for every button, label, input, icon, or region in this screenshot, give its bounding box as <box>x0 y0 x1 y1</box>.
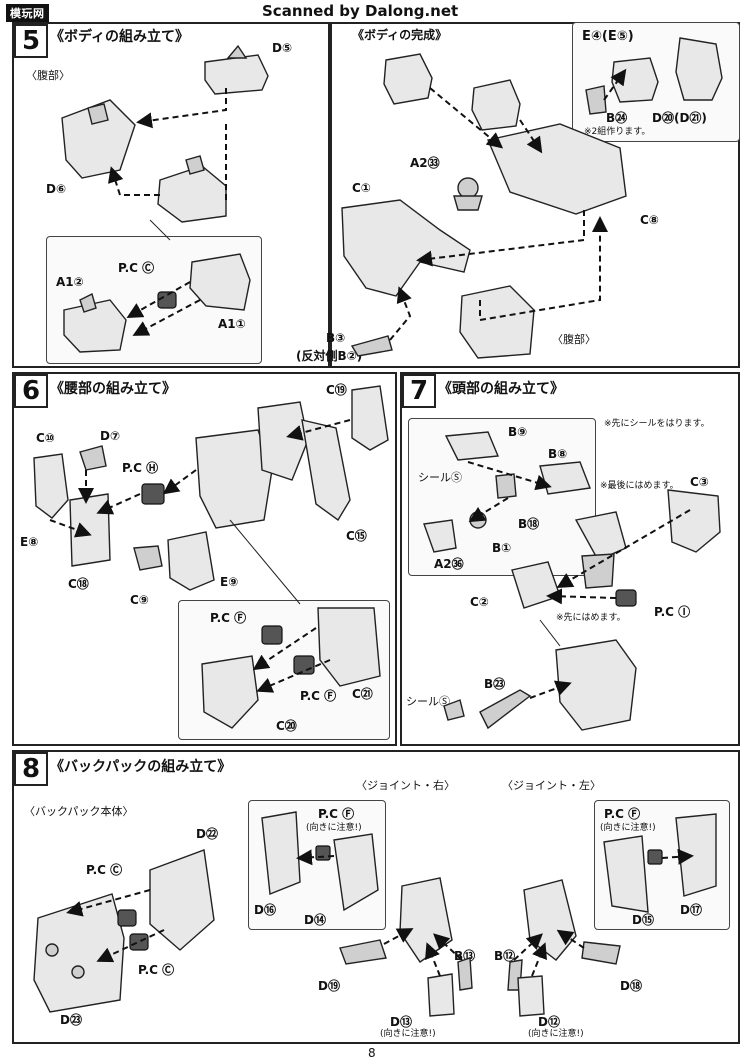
label-c19: C⑲ <box>326 383 347 397</box>
label-pc-c: P.C Ⓒ <box>118 261 155 275</box>
label-abdomen: 〈腹部〉 <box>552 333 596 346</box>
label-d23: D㉓ <box>60 1013 82 1027</box>
joint-right-title: 〈ジョイント・右〉 <box>356 779 455 792</box>
note-seal-first: ※先にシールをはります。 <box>604 419 710 429</box>
caution-left-2: (向きに注意!) <box>528 1029 584 1039</box>
label-d19: D⑲ <box>318 979 340 993</box>
label-pc-h: P.C Ⓗ <box>122 461 159 475</box>
label-b23: B㉓ <box>484 677 506 691</box>
step6-title: 《腰部の組み立て》 <box>50 381 176 397</box>
label-b1: B① <box>492 541 512 555</box>
label-seal-shi: シールⓈ <box>418 471 462 484</box>
step5-complete-parts <box>341 37 723 359</box>
backpack-body-title: 〈バックパック本体〉 <box>24 805 134 818</box>
page-number: 8 <box>368 1046 376 1060</box>
label-pc-f2: P.C Ⓕ <box>300 689 337 703</box>
logo-watermark: 模玩网 <box>6 4 49 22</box>
note-fit-first: ※先にはめます。 <box>556 613 626 623</box>
label-b8: B⑧ <box>548 447 568 461</box>
label-e8: E⑧ <box>20 535 39 549</box>
step5-complete-title: 《ボディの完成》 <box>352 28 448 42</box>
label-c20: C⑳ <box>276 719 297 733</box>
label-c8: C⑧ <box>640 213 659 227</box>
label-left-pc-f: P.C Ⓕ <box>604 807 641 821</box>
label-e4: E④(E⑤) <box>582 29 634 44</box>
joint-left-title: 〈ジョイント・左〉 <box>502 779 601 792</box>
label-b18: B⑱ <box>518 517 540 531</box>
scan-credit: Scanned by Dalong.net <box>262 2 459 20</box>
label-seal-sa: シールⓈ <box>406 695 450 708</box>
step6-parts <box>33 385 389 729</box>
label-d17: D⑰ <box>680 903 702 917</box>
step7-title: 《頭部の組み立て》 <box>438 381 564 397</box>
note-two-sets: ※2組作ります。 <box>584 127 651 137</box>
label-b24: B㉔ <box>606 111 628 125</box>
step5-title: 《ボディの組み立て》 <box>50 29 190 45</box>
step5-parts <box>61 44 269 353</box>
label-b3: B③ <box>326 331 346 345</box>
label-c10: C⑩ <box>36 431 55 445</box>
label-c1: C① <box>352 181 371 195</box>
label-c21: C㉑ <box>352 687 373 701</box>
step5-subtitle: 〈腹部〉 <box>26 69 70 82</box>
step7-parts <box>423 431 721 731</box>
label-d5: D⑤ <box>272 41 293 55</box>
label-d18: D⑱ <box>620 979 642 993</box>
caution-left-1: (向きに注意!) <box>600 823 656 833</box>
label-pc-i: P.C Ⓘ <box>654 605 691 619</box>
label-c18: C⑱ <box>68 577 89 591</box>
label-pc-f1: P.C Ⓕ <box>210 611 247 625</box>
step6-number: 6 <box>14 374 48 408</box>
label-d14: D⑭ <box>304 913 326 927</box>
label-c15: C⑮ <box>346 529 367 543</box>
label-a1-1: A1① <box>218 317 246 331</box>
label-b9: B⑨ <box>508 425 528 439</box>
step8-title: 《バックパックの組み立て》 <box>50 759 232 775</box>
label-b3-opposite: (反対側B②) <box>296 349 363 363</box>
label-c2: C② <box>470 595 489 609</box>
note-fit-last: ※最後にはめます。 <box>600 481 679 491</box>
label-pc-c1: P.C Ⓒ <box>86 863 123 877</box>
step8-left-joint-parts <box>507 813 717 1017</box>
label-a2-33: A2㉝ <box>410 156 440 170</box>
label-d22: D㉒ <box>196 827 218 841</box>
label-e9: E⑨ <box>220 575 239 589</box>
step8-right-joint-parts <box>261 811 473 1017</box>
label-d15: D⑮ <box>632 913 654 927</box>
label-right-pc-f: P.C Ⓕ <box>318 807 355 821</box>
step7-number: 7 <box>402 374 436 408</box>
label-d20: D⑳(D㉑) <box>652 111 707 125</box>
step5-number: 5 <box>14 24 48 58</box>
caution-right-2: (向きに注意!) <box>380 1029 436 1039</box>
label-d6: D⑥ <box>46 182 67 196</box>
caution-right-1: (向きに注意!) <box>306 823 362 833</box>
label-d7: D⑦ <box>100 429 121 443</box>
label-c3: C③ <box>690 475 709 489</box>
label-d16: D⑯ <box>254 903 276 917</box>
label-d13: D⑬ <box>390 1015 412 1029</box>
label-a1-2: A1② <box>56 275 84 289</box>
step8-body-parts <box>33 849 215 1013</box>
label-c9: C⑨ <box>130 593 149 607</box>
label-a2-36: A2㊱ <box>434 557 464 571</box>
label-pc-c2: P.C Ⓒ <box>138 963 175 977</box>
step8-number: 8 <box>14 752 48 786</box>
label-b12: B⑫ <box>494 949 516 963</box>
label-d12: D⑫ <box>538 1015 560 1029</box>
